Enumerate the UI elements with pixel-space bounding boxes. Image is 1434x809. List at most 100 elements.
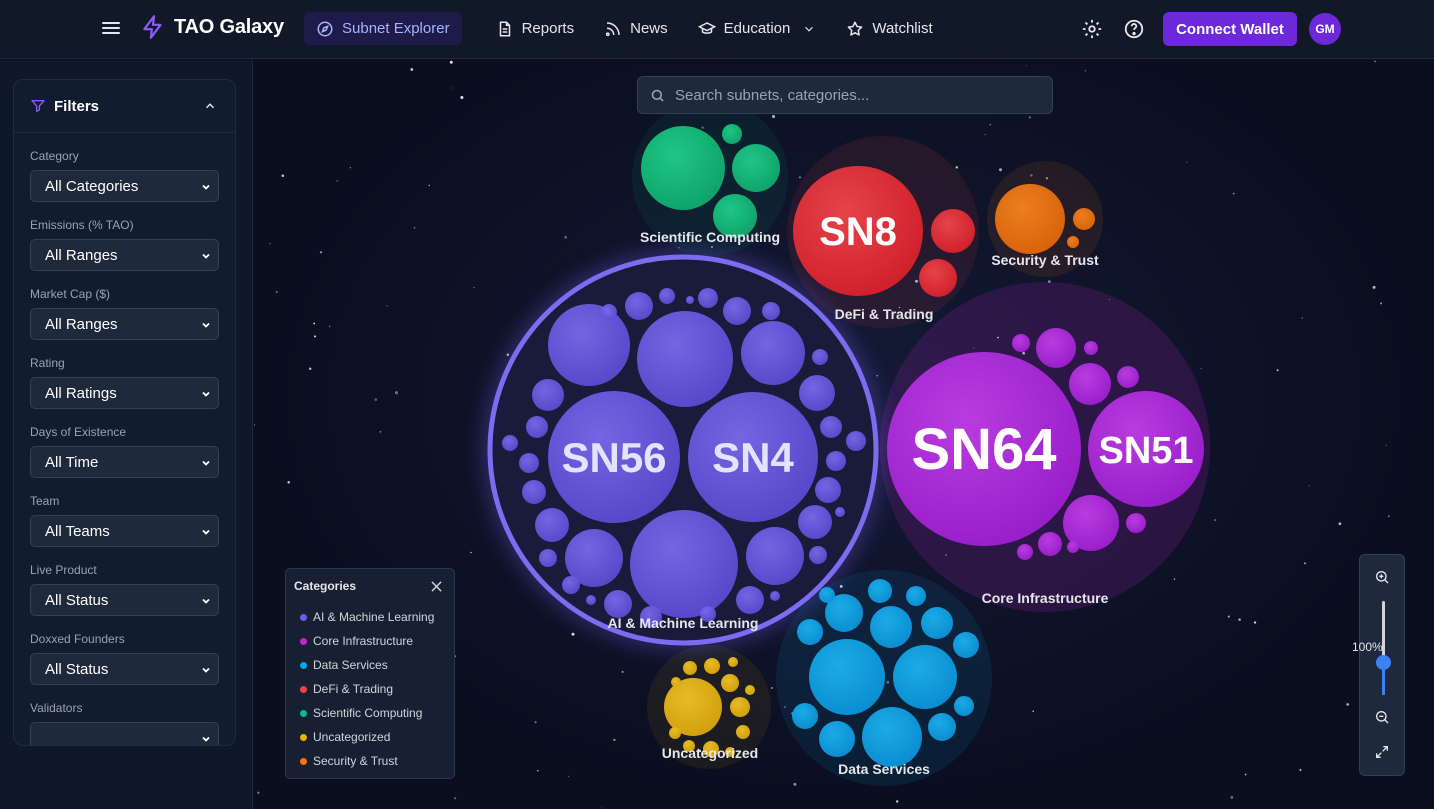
star [281,174,285,177]
zoom-in-icon[interactable] [1374,569,1390,585]
star [1033,432,1037,436]
close-icon[interactable] [431,581,442,592]
main-nav: Subnet Explorer Reports News Education W… [304,12,945,45]
star [771,341,774,344]
fullscreen-icon[interactable] [1374,744,1390,760]
star [771,114,776,119]
star [1028,116,1031,119]
filter-select[interactable]: All Status [30,584,219,616]
filter-select[interactable] [30,722,219,745]
nav-label: Reports [521,20,575,37]
star [452,87,454,89]
star [876,375,878,377]
star [989,123,992,126]
app-name: TAO Galaxy [174,15,284,38]
settings-icon[interactable] [1081,18,1103,40]
star [578,323,581,325]
star [386,305,388,307]
legend-color-dot [300,733,307,741]
filter-select[interactable]: All Ratings [30,377,219,409]
star [793,782,797,786]
filter-value: All Teams [45,522,110,540]
star [845,391,849,395]
zoom-slider-fill [1382,662,1385,695]
filter-select[interactable]: All Time [30,446,219,478]
star [978,382,982,385]
star [1099,537,1101,540]
legend-item[interactable]: Core Infrastructure [294,629,446,653]
filter-select[interactable]: All Categories [30,170,219,202]
legend-label: Scientific Computing [313,706,423,720]
star [1000,355,1004,359]
nav-news[interactable]: News [592,12,680,45]
chevron-up-icon[interactable] [203,99,217,113]
star [534,721,537,724]
star [257,791,260,794]
legend-item[interactable]: Security & Trust [294,749,446,773]
star [1214,519,1217,522]
legend-item[interactable]: Uncategorized [294,725,446,749]
filter-select[interactable]: All Ranges [30,308,219,340]
nav-watchlist[interactable]: Watchlist [834,12,944,45]
menu-icon[interactable] [102,19,120,39]
star [336,180,338,182]
search-input[interactable] [675,86,1040,104]
filters-title: Filters [54,97,100,115]
legend-item[interactable]: AI & Machine Learning [294,605,446,629]
star [825,246,828,249]
connect-wallet-button[interactable]: Connect Wallet [1163,12,1297,46]
star [1308,485,1310,487]
chevron-down-icon [202,529,210,535]
star [470,551,472,554]
legend-color-dot [300,613,307,621]
legend-label: Core Infrastructure [313,634,414,648]
filter-label: Emissions (% TAO) [30,218,134,232]
legend-item[interactable]: DeFi & Trading [294,677,446,701]
star [1025,65,1027,67]
star [328,325,331,328]
star [1299,769,1302,771]
star [379,430,382,433]
star [1200,368,1202,370]
filter-label: Live Product [30,563,97,577]
legend-label: Data Services [313,658,388,672]
legend-item[interactable]: Data Services [294,653,446,677]
nav-reports[interactable]: Reports [484,12,587,45]
help-icon[interactable] [1123,18,1145,40]
star [413,226,416,229]
filter-label: Validators [30,701,83,715]
nav-education[interactable]: Education [686,12,829,45]
star [762,560,766,564]
zoom-slider-track[interactable] [1382,601,1385,695]
star [984,133,986,136]
star [410,68,414,71]
star [600,807,603,809]
filter-select[interactable]: All Teams [30,515,219,547]
star-icon [847,21,863,36]
nav-subnet-explorer[interactable]: Subnet Explorer [304,12,462,45]
star [1173,578,1176,580]
filter-value: All Ratings [45,384,117,402]
star [798,176,802,179]
avatar[interactable]: GM [1309,13,1341,45]
legend-item[interactable]: Scientific Computing [294,701,446,725]
star [520,482,523,485]
star [506,353,510,357]
filter-select[interactable]: All Status [30,653,219,685]
star [571,632,575,636]
zoom-out-icon[interactable] [1374,709,1390,725]
star [832,479,834,481]
star [997,336,999,339]
star [489,454,491,457]
star [790,473,794,476]
star [254,423,256,426]
filter-select[interactable]: All Ranges [30,239,219,271]
brand[interactable]: TAO Galaxy [140,14,284,40]
chevron-down-icon [202,322,210,328]
filter-group: Validators [14,701,235,745]
star [564,235,567,239]
filters-header[interactable]: Filters [14,80,235,133]
zoom-slider-thumb[interactable] [1376,655,1391,671]
